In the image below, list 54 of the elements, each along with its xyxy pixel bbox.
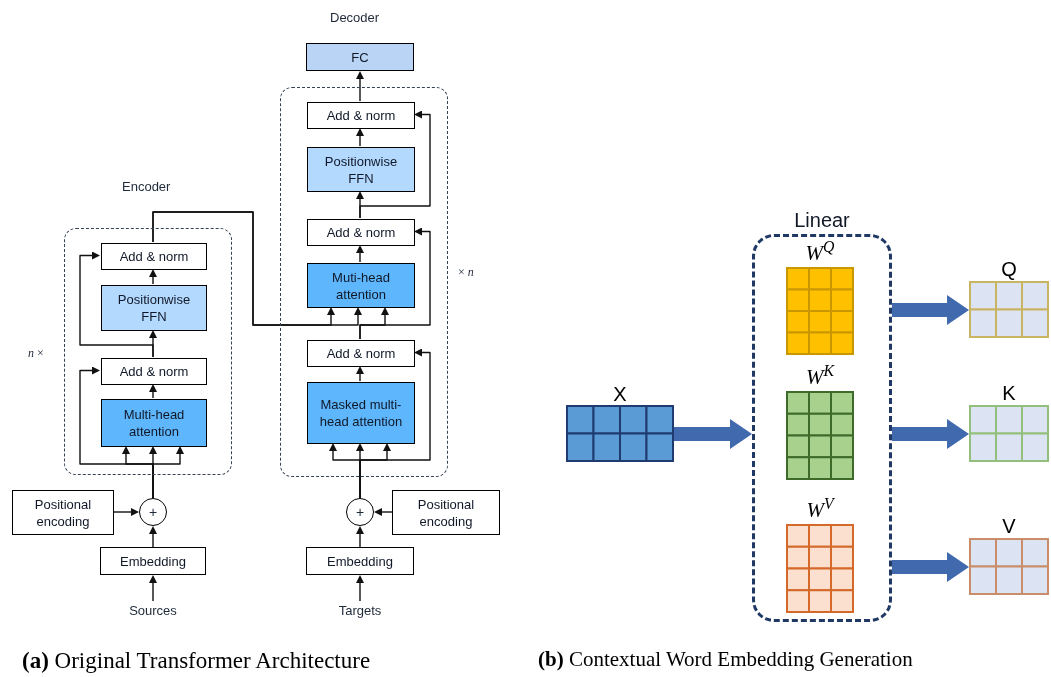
input-label: Targets bbox=[320, 601, 400, 621]
arrow bbox=[356, 71, 364, 102]
arrow bbox=[356, 366, 364, 382]
caption: (a) Original Transformer Architecture bbox=[22, 647, 371, 675]
matrix-label: Q bbox=[1000, 256, 1018, 281]
section-title: Encoder bbox=[122, 178, 171, 196]
block-arrow bbox=[892, 552, 969, 582]
matrix-label: X bbox=[612, 382, 628, 405]
arrow bbox=[356, 575, 364, 602]
arrow bbox=[79, 251, 154, 358]
process-box: Positionwise FFN bbox=[101, 285, 207, 331]
dashed-frame bbox=[280, 87, 448, 477]
matrix-label: K bbox=[1001, 380, 1017, 405]
repeat-count: × n bbox=[458, 264, 474, 281]
process-box: FC bbox=[306, 43, 414, 71]
arrow bbox=[79, 366, 154, 499]
matrix-label: W$^{V}$ bbox=[805, 497, 836, 524]
section-title: Decoder bbox=[330, 9, 380, 27]
process-box: Add & norm bbox=[101, 243, 207, 270]
process-box: Positional encoding bbox=[12, 490, 114, 535]
process-box: Add & norm bbox=[307, 219, 415, 246]
block-arrow bbox=[892, 419, 969, 449]
arrow bbox=[359, 227, 431, 340]
process-box: Embedding bbox=[100, 547, 206, 575]
process-box: Multi-head attention bbox=[101, 399, 207, 447]
arrow bbox=[359, 348, 431, 499]
matrix-label: W$^{Q}$ bbox=[804, 240, 836, 267]
repeat-count: n × bbox=[28, 345, 44, 362]
process-box: Embedding bbox=[306, 547, 414, 575]
process-box: Add & norm bbox=[307, 102, 415, 129]
block-arrow bbox=[674, 419, 752, 449]
matrix-label: V bbox=[1001, 513, 1017, 538]
process-box: Masked multi-head attention bbox=[307, 382, 415, 444]
arrow bbox=[149, 269, 157, 285]
group-label: Linear bbox=[793, 208, 851, 233]
arrow bbox=[149, 384, 157, 399]
matrix-label: W$^{K}$ bbox=[805, 364, 836, 391]
block-arrow bbox=[892, 295, 969, 325]
process-box: Positional encoding bbox=[392, 490, 500, 535]
caption: (b) Contextual Word Embedding Generation bbox=[538, 646, 913, 673]
input-label: Sources bbox=[113, 601, 193, 621]
arrow bbox=[356, 245, 364, 263]
arrow bbox=[359, 110, 431, 219]
process-box: Add & norm bbox=[307, 340, 415, 367]
arrow bbox=[113, 508, 139, 516]
process-box: Positionwise FFN bbox=[307, 147, 415, 192]
process-box: Muti-head attention bbox=[307, 263, 415, 308]
arrow bbox=[149, 526, 157, 548]
arrow bbox=[149, 575, 157, 602]
process-box: Add & norm bbox=[101, 358, 207, 385]
arrow bbox=[356, 128, 364, 147]
arrow bbox=[374, 508, 393, 516]
arrow bbox=[356, 526, 364, 548]
dashed-frame bbox=[64, 228, 232, 475]
